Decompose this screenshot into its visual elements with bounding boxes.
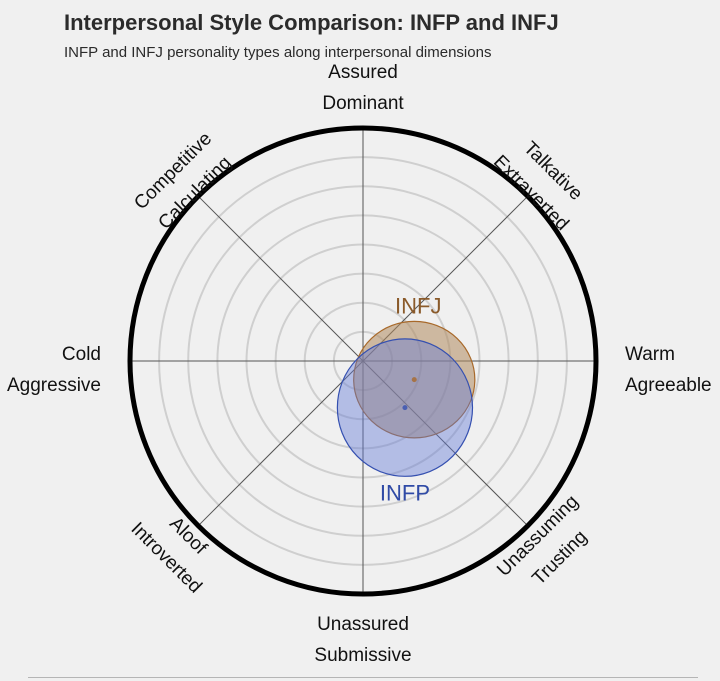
axis-spoke: [197, 195, 364, 362]
infp-center-point: [402, 405, 408, 411]
infj-series-label: INFJ: [395, 293, 441, 318]
axis-label-text: Dominant: [322, 93, 404, 114]
infj-center-point: [411, 377, 417, 383]
axis-label-text: Agreeable: [625, 375, 712, 396]
axis-spoke: [197, 360, 364, 527]
infp-series-label: INFP: [380, 480, 430, 505]
axis-label-text: Assured: [328, 62, 398, 83]
bottom-divider: [28, 677, 698, 678]
axis-label-text: Aggressive: [7, 375, 101, 396]
outer-circle: [127, 125, 599, 597]
axis-label-text: Cold: [62, 344, 101, 365]
chart-title: Interpersonal Style Comparison: INFP and…: [64, 10, 559, 35]
axis-label-text: Submissive: [314, 645, 411, 666]
chart-subtitle: INFP and INFJ personality types along in…: [64, 44, 492, 61]
axis-label-text: Unassured: [317, 614, 409, 635]
axis-label-text: Warm: [625, 344, 675, 365]
